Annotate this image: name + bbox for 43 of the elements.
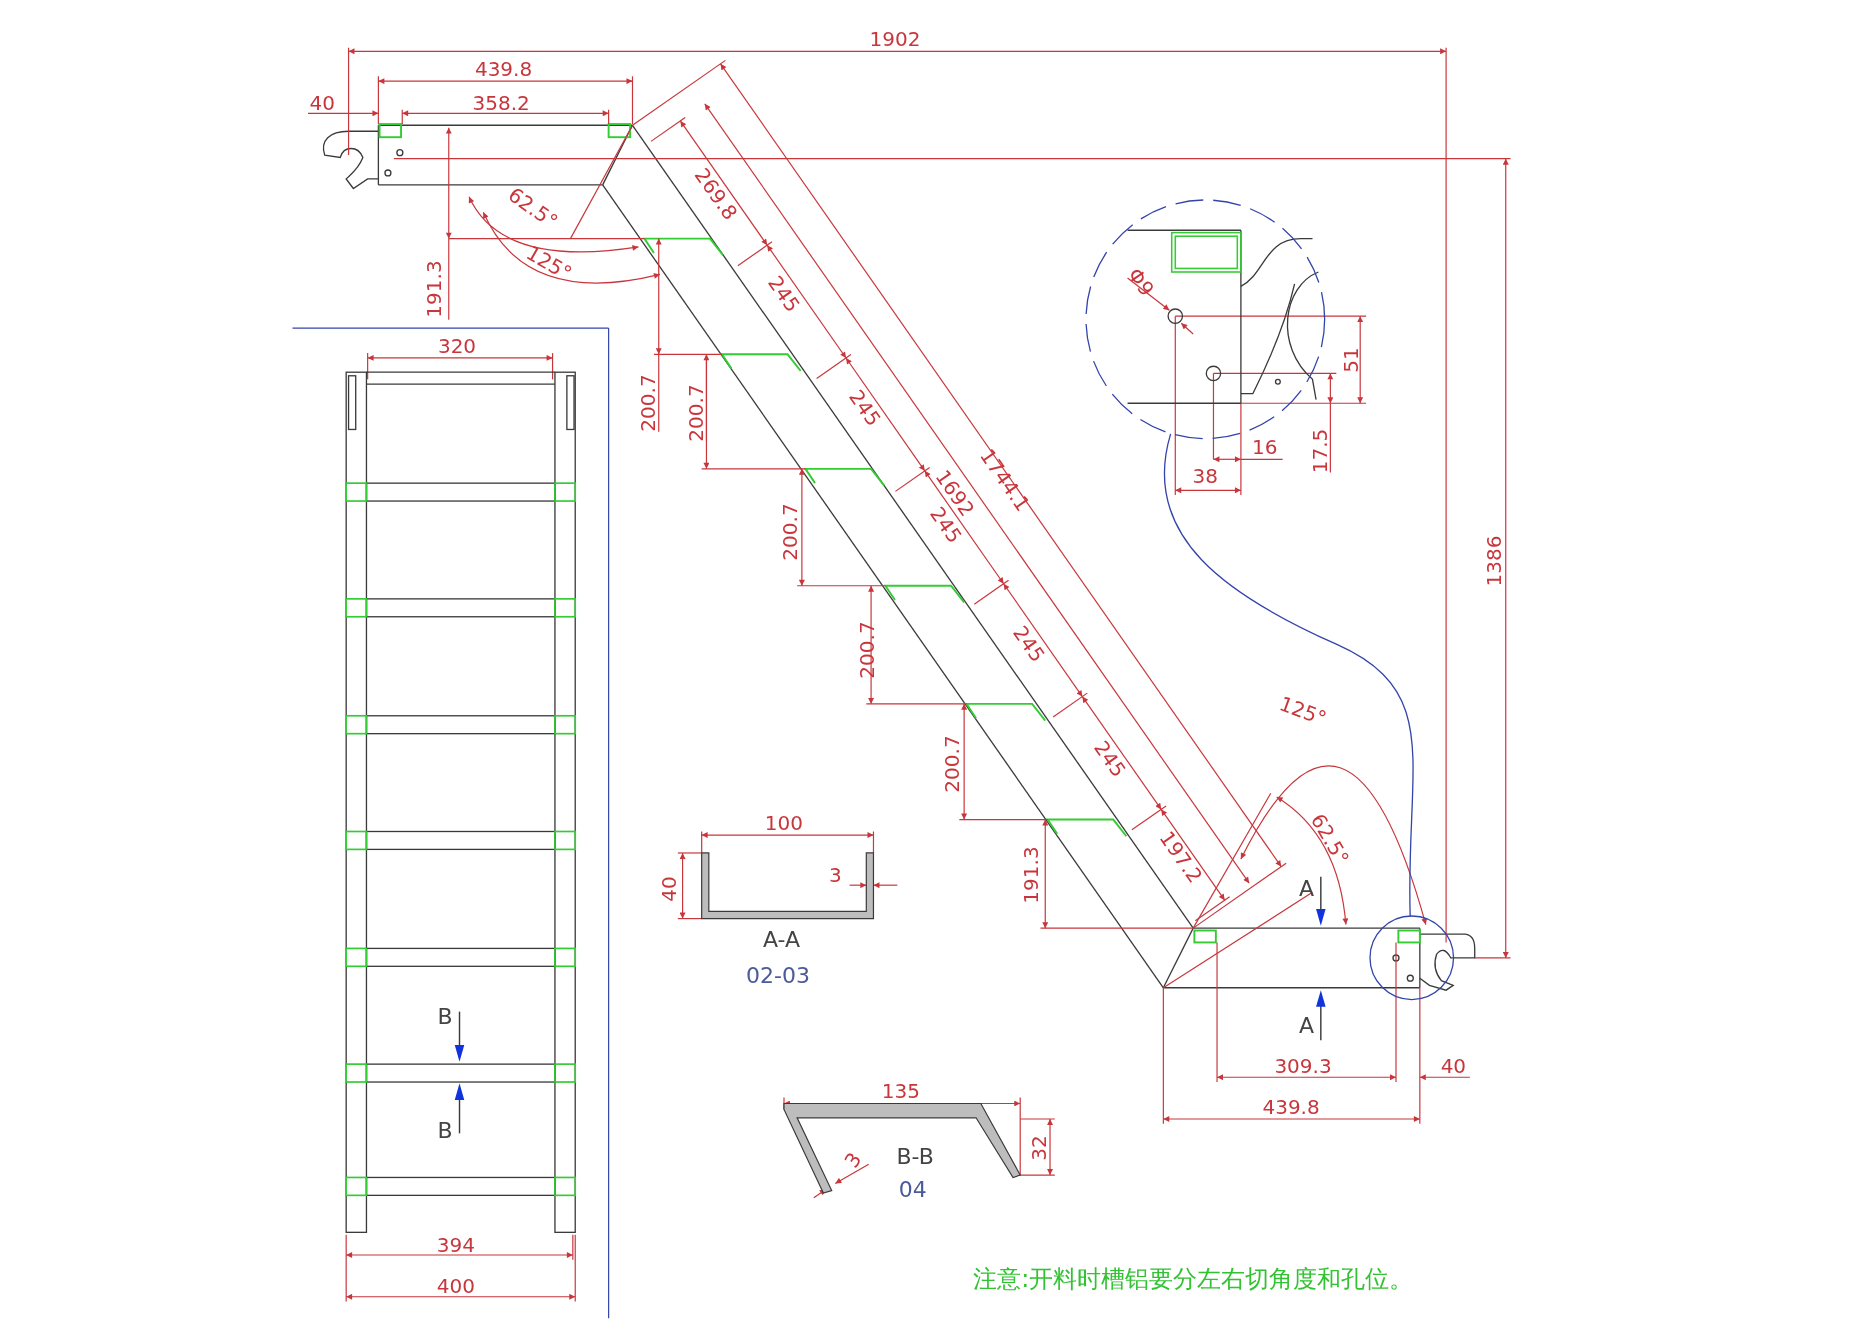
dimension-label: 125° — [1276, 693, 1330, 729]
dimension-label: 191.3 — [424, 260, 445, 318]
dimension-label: Φ9 — [1124, 264, 1158, 299]
dimension-label: 62.5° — [505, 183, 562, 232]
dimension-label: 40 — [659, 876, 680, 902]
dimension-label: 40 — [309, 92, 335, 113]
detail-marker-circle — [1367, 914, 1456, 1002]
dimension-label: 135 — [881, 1080, 920, 1101]
dimension-label: 125° — [523, 241, 575, 284]
section-number: 04 — [898, 1178, 927, 1201]
note-text: 注意:开料时槽铝要分左右切角度和孔位。 — [973, 1267, 1414, 1292]
section-letter: A — [1299, 877, 1315, 900]
section-title: B-B — [896, 1146, 934, 1169]
dimension-label: 439.8 — [474, 59, 533, 80]
section-letter: B — [437, 1005, 453, 1028]
dimension-label: 400 — [436, 1276, 475, 1297]
dimension-label: 200.7 — [779, 503, 800, 561]
dimension-label: 439.8 — [1262, 1097, 1320, 1118]
dimension-label: 320 — [437, 336, 477, 357]
dimension-label: 200.7 — [637, 374, 658, 432]
dimension-label: 32 — [1029, 1135, 1050, 1161]
dimension-label: 358.2 — [472, 92, 530, 113]
dimension-label: 3 — [828, 864, 842, 885]
dimension-label: 191.3 — [1020, 846, 1041, 904]
dimension-label: 16 — [1252, 437, 1278, 458]
leader-line — [1164, 433, 1414, 917]
dimension-label: 17.5 — [1309, 428, 1330, 474]
dimension-label: 100 — [764, 813, 804, 834]
dimension-label: 3 — [841, 1148, 865, 1171]
dimension-label: 200.7 — [857, 621, 878, 679]
dimension-label: 40 — [1440, 1055, 1467, 1076]
dimension-label: 200.7 — [942, 735, 963, 793]
dimension-label: 1386 — [1483, 535, 1504, 587]
section-number: 02-03 — [746, 965, 810, 988]
dimension-label: 394 — [436, 1234, 475, 1255]
dimension-label: 200.7 — [685, 384, 706, 442]
dimension-label: 309.3 — [1274, 1055, 1332, 1076]
section-letter: A — [1299, 1015, 1315, 1038]
dimension-label: 38 — [1192, 466, 1218, 487]
dimension-label: 51 — [1340, 347, 1361, 374]
dimension-label: 1902 — [869, 29, 921, 50]
section-title: A-A — [763, 929, 801, 952]
section-letter: B — [437, 1120, 453, 1143]
